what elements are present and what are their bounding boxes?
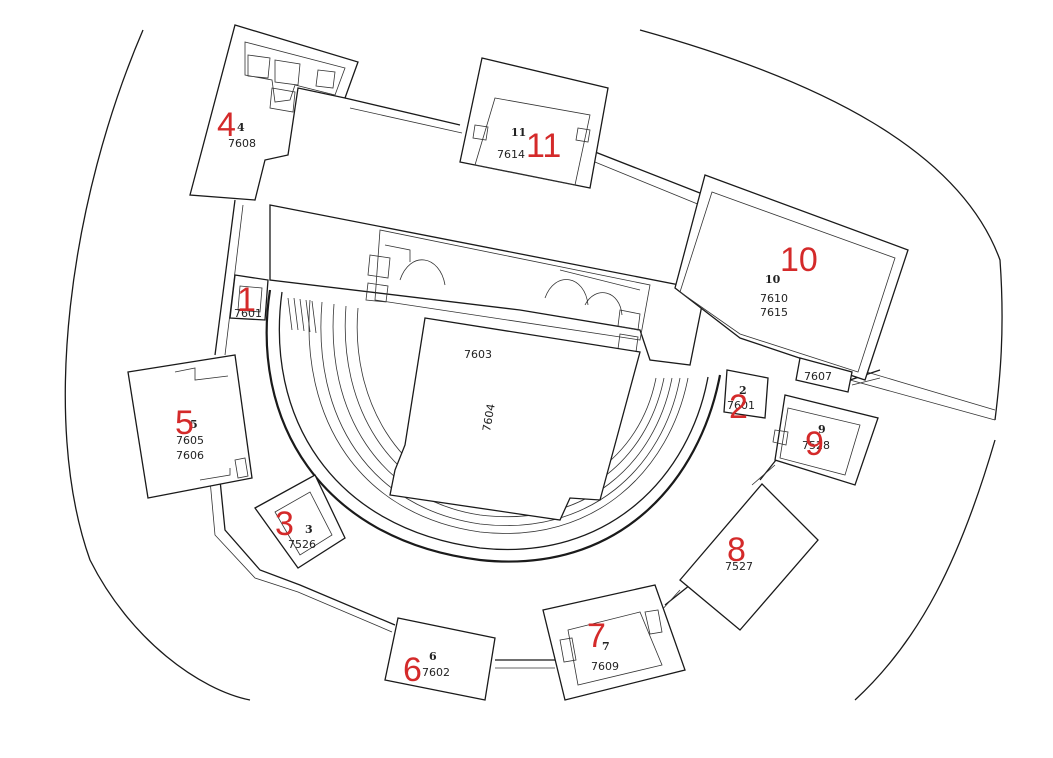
room-6 [384, 617, 496, 701]
auditorium-ring-3 [308, 299, 689, 534]
marker-4: 4 [217, 106, 236, 144]
auditorium-ring-4 [320, 301, 681, 526]
stage-detail [365, 229, 651, 353]
boundary-line [849, 369, 996, 421]
corridor-code: 7607 [804, 370, 832, 383]
marker-2: 2 [729, 388, 748, 426]
marker-9: 9 [805, 425, 824, 463]
room-7 [542, 584, 686, 701]
outer-curve-left [64, 29, 251, 701]
room-5 [127, 354, 253, 499]
room-9-small-number: 9 [818, 423, 826, 436]
room-9-code: 7528 [802, 439, 830, 452]
room-4-code: 7608 [228, 137, 256, 150]
stage-code: 7604 [480, 403, 498, 433]
room-9-detail [772, 407, 861, 476]
room-5-small-number: 5 [190, 418, 198, 431]
room-2-code: 7601 [727, 399, 755, 412]
room-5-code-1: 7605 [176, 434, 204, 447]
marker-10: 10 [780, 241, 818, 279]
room-6-small-number: 6 [429, 650, 437, 663]
room-1-code: 7601 [234, 307, 262, 320]
room-2 [723, 369, 769, 419]
room-6-code: 7602 [422, 666, 450, 679]
room-5-detail [174, 367, 249, 481]
marker-1: 1 [237, 281, 256, 319]
room-4-small-number: 4 [237, 121, 245, 134]
room-3-code: 7526 [288, 538, 316, 551]
room-11 [459, 57, 609, 189]
orchestra-code: 7603 [464, 348, 492, 361]
orchestra-floor [389, 317, 641, 521]
auditorium-stairs [287, 297, 317, 334]
room-3 [254, 474, 346, 569]
outer-curve-right-bottom [854, 439, 996, 701]
room-7-small-number: 7 [602, 640, 610, 653]
room-11-detail [472, 97, 591, 186]
marker-6: 6 [403, 651, 422, 689]
room-10-code-1: 7610 [760, 292, 788, 305]
room-10-detail [679, 191, 896, 373]
room-7-detail [559, 609, 663, 686]
auditorium-ring-5 [332, 303, 673, 517]
marker-11: 11 [526, 127, 561, 165]
room-9 [774, 394, 879, 486]
room-4-detail [244, 41, 346, 113]
room-11-code: 7614 [497, 148, 525, 161]
stage-arches [399, 259, 623, 316]
room-7-code: 7609 [591, 660, 619, 673]
room-11-small-number: 11 [511, 126, 526, 139]
room-3-small-number: 3 [305, 523, 313, 536]
corridor-block [795, 357, 853, 393]
room-8-code: 7527 [725, 560, 753, 573]
marker-7: 7 [587, 617, 606, 655]
room-4 [189, 24, 359, 201]
room-2-small-number: 2 [739, 384, 747, 397]
room-5-code-2: 7606 [176, 449, 204, 462]
room-1 [229, 274, 269, 321]
room-10-code-2: 7615 [760, 306, 788, 319]
room-3-detail [274, 491, 333, 556]
auditorium-outer-ring [265, 289, 722, 563]
room-1-detail [237, 285, 263, 313]
auditorium-ring-2 [278, 291, 709, 551]
marker-8: 8 [727, 531, 746, 569]
outer-curve-right-top [639, 29, 1003, 421]
marker-3: 3 [275, 505, 294, 543]
room-8 [679, 483, 819, 631]
room-10-small-number: 10 [765, 273, 781, 286]
marker-5: 5 [175, 404, 194, 442]
